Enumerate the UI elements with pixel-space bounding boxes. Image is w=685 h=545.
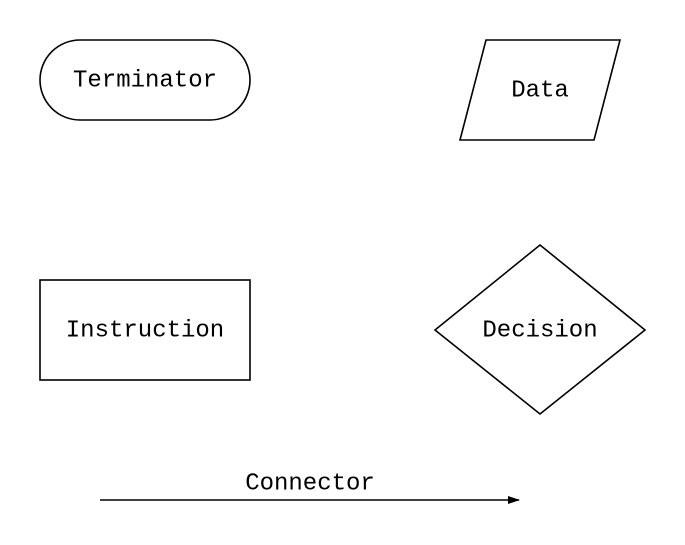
instruction-shape bbox=[39, 279, 251, 381]
data-shape-group: Data bbox=[458, 39, 622, 141]
connector-label: Connector bbox=[245, 470, 375, 497]
connector-group: Connector bbox=[100, 470, 520, 504]
decision-shape-group: Decision bbox=[433, 243, 647, 416]
decision-shape bbox=[433, 243, 647, 416]
data-label: Data bbox=[511, 77, 569, 104]
data-shape bbox=[458, 39, 622, 141]
terminator-shape bbox=[39, 39, 251, 121]
instruction-label: Instruction bbox=[66, 317, 224, 344]
terminator-label: Terminator bbox=[73, 67, 217, 94]
decision-label: Decision bbox=[482, 317, 597, 344]
terminator-shape-group: Terminator bbox=[39, 39, 251, 121]
instruction-shape-group: Instruction bbox=[39, 279, 251, 381]
